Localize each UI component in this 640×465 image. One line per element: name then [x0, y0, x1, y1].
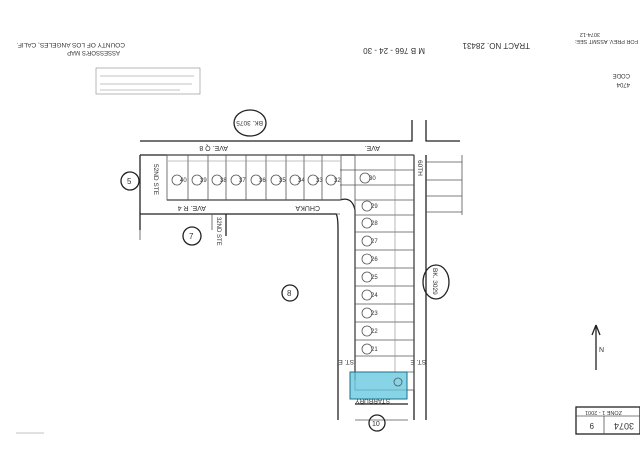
parcel-circle — [182, 226, 202, 246]
parcel-circle — [281, 284, 299, 302]
parcel-circle — [120, 171, 140, 191]
highlighted-parcel[interactable] — [349, 371, 408, 400]
street-chuka: CHUKA — [295, 204, 320, 211]
stamp-page: 9 — [589, 421, 594, 430]
lot-number: 33 — [316, 178, 323, 184]
top-row-lots — [166, 154, 342, 201]
stamp-book: 3074 — [614, 421, 634, 431]
county-title: COUNTY OF LOS ANGELES, CALIF. — [17, 41, 125, 48]
prev-assessment-ref: 3074-12 — [580, 31, 600, 37]
parcel-circle — [368, 414, 386, 432]
assessor-title: ASSESSOR'S MAP — [67, 49, 120, 55]
lot-number: 23 — [371, 311, 378, 317]
street-starbury: STARBURY — [355, 397, 390, 404]
lot-number: 27 — [371, 239, 378, 245]
map-stamp: ZONE 1 - 2001 9 3074 — [575, 406, 640, 435]
column-lots — [340, 154, 415, 391]
north-arrow-icon: N — [591, 324, 604, 370]
book-ref-right: BK. 3029 — [431, 268, 438, 295]
book-refs: BK. 3075 BK. 3029 — [233, 109, 450, 300]
parcel-circle-label: 7 — [189, 232, 194, 241]
lot-number: 39 — [200, 178, 207, 184]
lot-number: 30 — [369, 176, 376, 182]
lot-number: 22 — [371, 329, 378, 335]
parcel-circle-label: 8 — [287, 289, 292, 298]
lot-number: 25 — [371, 275, 378, 281]
code-label: CODE — [613, 72, 630, 78]
lot-number: 28 — [371, 221, 378, 227]
street-ste-col: ST. E — [410, 358, 426, 365]
adjacent-lots — [426, 155, 463, 215]
lot-number: 35 — [279, 178, 286, 184]
book-ref-top: BK. 3075 — [236, 119, 263, 126]
lot-number: 26 — [371, 257, 378, 263]
top-row-lot-labels: 40 39 38 37 36 35 34 33 32 — [171, 174, 341, 186]
lot-number: 32 — [334, 178, 341, 184]
lot-number: 24 — [371, 293, 378, 299]
street-60th: 60TH — [416, 160, 423, 176]
parcel-circles: 5 7 8 10 — [120, 171, 386, 432]
parcel-circle-label: 5 — [127, 177, 132, 186]
lot-number: 34 — [298, 178, 305, 184]
lot-number: 21 — [371, 347, 378, 353]
header-block: COUNTY OF LOS ANGELES, CALIF. ASSESSOR'S… — [17, 31, 638, 87]
street-labels: AVE. Q 8 AVE. AVE. R 4 CHUKA 52ND STE 32… — [152, 144, 426, 404]
stamp-year: ZONE 1 - 2001 — [585, 409, 622, 415]
street-ave-r: AVE. — [365, 144, 380, 151]
parcel-circle-label: 10 — [372, 421, 380, 428]
street-ave-q8: AVE. Q 8 — [199, 144, 228, 151]
lot-number: 37 — [239, 178, 246, 184]
code-value: 4704 — [616, 81, 630, 87]
svg-text:N: N — [599, 347, 604, 354]
lot-number: 36 — [259, 178, 266, 184]
notes-box — [95, 67, 201, 95]
parcel-marker-icon — [393, 377, 403, 387]
lot-number: 38 — [220, 178, 227, 184]
street-ave-r4: AVE. R 4 — [178, 204, 206, 211]
column-lot-labels: 30 29 28 27 26 25 24 23 22 21 — [359, 172, 378, 355]
prev-assessment-label: FOR PREV. ASSMT SEE: — [574, 38, 638, 44]
map-book-reference: M B 766 - 24 - 30 — [363, 46, 425, 55]
street-ste-bottom: ST. E — [338, 358, 354, 365]
tract-number: TRACT NO. 28431 — [462, 41, 530, 50]
lot-number: 29 — [371, 204, 378, 210]
lot-number: 40 — [180, 178, 187, 184]
street-32nd: 32ND STE — [215, 217, 221, 246]
street-52nd: 52ND STE — [152, 164, 159, 196]
